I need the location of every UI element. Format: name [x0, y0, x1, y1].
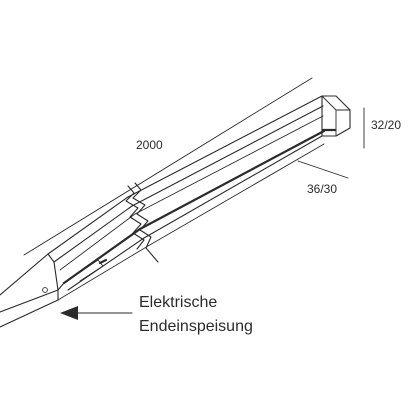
height-dimension: 32/20 [363, 107, 401, 149]
rail-end-profile [321, 95, 351, 137]
callout-label-line2: Endeinspeisung [139, 318, 253, 335]
rail-body-near-segment [47, 196, 149, 301]
height-label: 32/20 [371, 118, 401, 132]
width-dimension-line [297, 160, 349, 179]
length-label: 2000 [136, 138, 163, 152]
length-dimension-line [23, 77, 313, 256]
break-lines [125, 182, 159, 263]
length-dimension: 2000 [23, 77, 313, 256]
callout-arrow-head-icon [60, 306, 78, 320]
end-feed-cap [0, 253, 65, 328]
callout-label-line1: Elektrische [139, 294, 217, 311]
rail-body-far-segment [127, 95, 326, 247]
width-label: 36/30 [307, 182, 337, 196]
feed-screw-hole [42, 287, 48, 293]
end-feed-callout: Elektrische Endeinspeisung [60, 294, 253, 335]
width-dimension: 36/30 [297, 160, 349, 196]
